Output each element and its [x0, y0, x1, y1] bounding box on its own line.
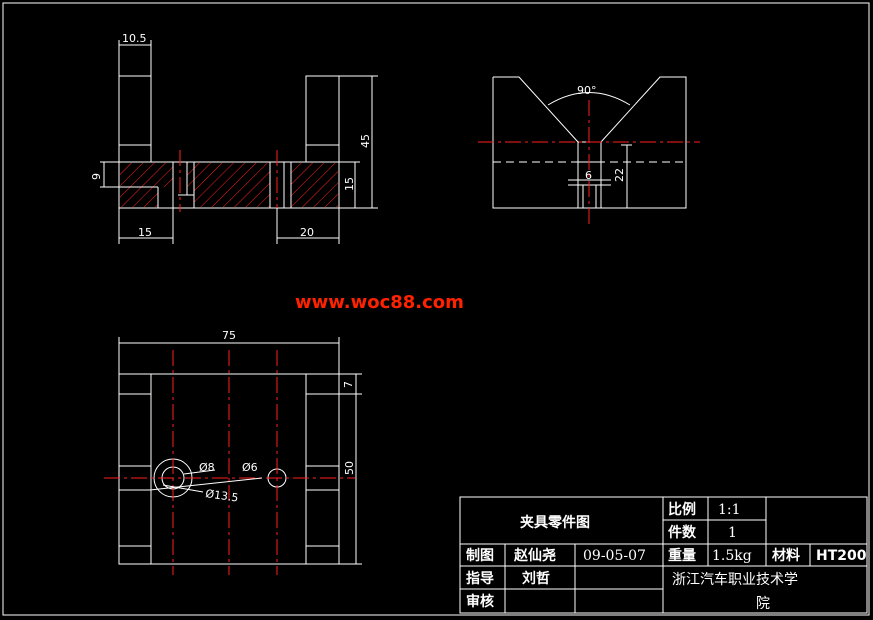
weight-label: 重量 — [668, 547, 696, 564]
dim-dia-6: Ø6 — [242, 461, 258, 474]
dim-height-9: 9 — [90, 173, 103, 180]
review-label: 审核 — [466, 593, 494, 610]
dim-slot-6: 6 — [585, 169, 592, 182]
dim-left-15: 15 — [138, 226, 152, 239]
dim-top-width: 10.5 — [122, 32, 147, 45]
scale-value: 1:1 — [718, 502, 741, 518]
drawn-name: 赵仙尧 — [513, 547, 556, 564]
material-label: 材料 — [772, 547, 800, 564]
watermark: www.woc88.com — [295, 292, 464, 313]
top-view: 75 7 50 Ø8 Ø13.5 Ø6 — [104, 329, 362, 575]
school-name-line2: 院 — [756, 596, 770, 612]
dim-right-20: 20 — [300, 226, 314, 239]
dim-dia-13-5: Ø13.5 — [205, 487, 240, 504]
drawn-label: 制图 — [466, 547, 494, 564]
title-block: 夹具零件图 比例 1:1 件数 1 制图 赵仙尧 09-05-07 重量 1.5… — [459, 496, 868, 614]
dim-height-50: 50 — [343, 461, 356, 475]
guide-name: 刘哲 — [522, 570, 550, 587]
drawing-title: 夹具零件图 — [520, 514, 590, 531]
dim-dia-8: Ø8 — [199, 461, 215, 474]
dim-height-22: 22 — [613, 168, 626, 182]
qty-value: 1 — [728, 525, 737, 541]
drawn-date: 09-05-07 — [583, 548, 646, 564]
material-value: HT200 — [816, 548, 867, 564]
dim-height-7: 7 — [342, 381, 355, 388]
qty-label: 件数 — [668, 524, 697, 541]
scale-label: 比例 — [668, 501, 696, 518]
dim-height-45: 45 — [359, 134, 372, 148]
school-name-line1: 浙江汽车职业技术学 — [672, 571, 798, 588]
front-view: 10.5 45 15 9 15 20 — [90, 32, 378, 244]
dim-angle: 90° — [577, 84, 597, 97]
weight-value: 1.5kg — [712, 548, 752, 564]
guide-label: 指导 — [466, 570, 494, 587]
dim-width-75: 75 — [222, 329, 236, 342]
dim-height-15: 15 — [343, 177, 356, 191]
side-view: 90° 6 22 — [478, 76, 700, 228]
